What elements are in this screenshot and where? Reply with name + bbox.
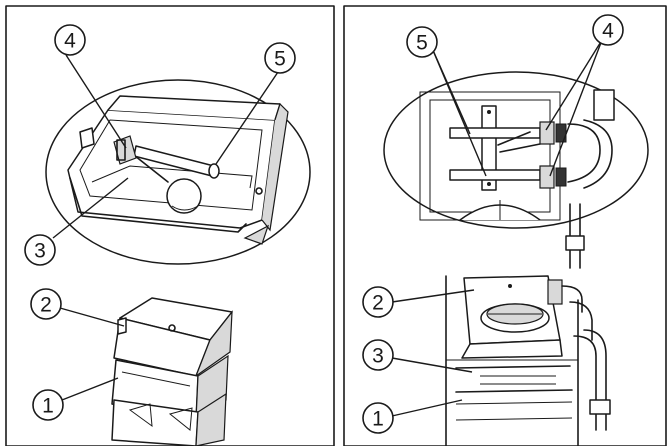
right-callout-5-label: 5 — [416, 32, 428, 55]
right-detail-valve — [419, 89, 615, 221]
right-callout-3: 3 — [362, 339, 394, 371]
right-callout-4: 4 — [592, 14, 624, 46]
left-leader-3 — [52, 177, 129, 239]
left-callout-4: 4 — [54, 24, 86, 56]
right-detail-ellipse — [383, 71, 649, 229]
right-callout-5: 5 — [406, 26, 438, 58]
left-panel-frame — [5, 5, 335, 446]
right-callout-4-label: 4 — [602, 20, 614, 43]
left-callout-3: 3 — [24, 234, 56, 266]
left-panel: 4 5 3 2 1 — [24, 24, 311, 446]
left-callout-2: 2 — [30, 288, 62, 320]
left-callout-3-label: 3 — [34, 240, 46, 263]
right-callout-3-label: 3 — [372, 345, 384, 368]
left-leader-2 — [59, 307, 125, 327]
left-callout-1: 1 — [32, 389, 64, 421]
left-leader-4 — [65, 54, 127, 149]
right-leader-4a — [545, 39, 603, 131]
right-panel: 5 4 2 3 1 — [362, 14, 649, 446]
right-leader-1 — [391, 399, 463, 417]
right-leader-2 — [391, 289, 475, 303]
right-leader-4b — [549, 39, 603, 177]
right-leader-3 — [391, 357, 473, 373]
right-panel-frame — [343, 5, 667, 446]
right-callout-2-label: 2 — [372, 292, 384, 315]
right-callout-1: 1 — [362, 402, 394, 434]
left-callout-2-label: 2 — [40, 294, 52, 317]
right-callout-1-label: 1 — [372, 408, 384, 431]
left-leader-5 — [215, 71, 279, 165]
left-callout-5: 5 — [264, 42, 296, 74]
right-leader-5b — [431, 47, 487, 177]
left-callout-4-label: 4 — [64, 30, 76, 53]
left-canister — [111, 297, 233, 446]
right-unit — [445, 275, 611, 446]
left-callout-5-label: 5 — [274, 48, 286, 71]
right-callout-2: 2 — [362, 286, 394, 318]
left-callout-1-label: 1 — [42, 395, 54, 418]
left-leader-1 — [61, 377, 119, 401]
